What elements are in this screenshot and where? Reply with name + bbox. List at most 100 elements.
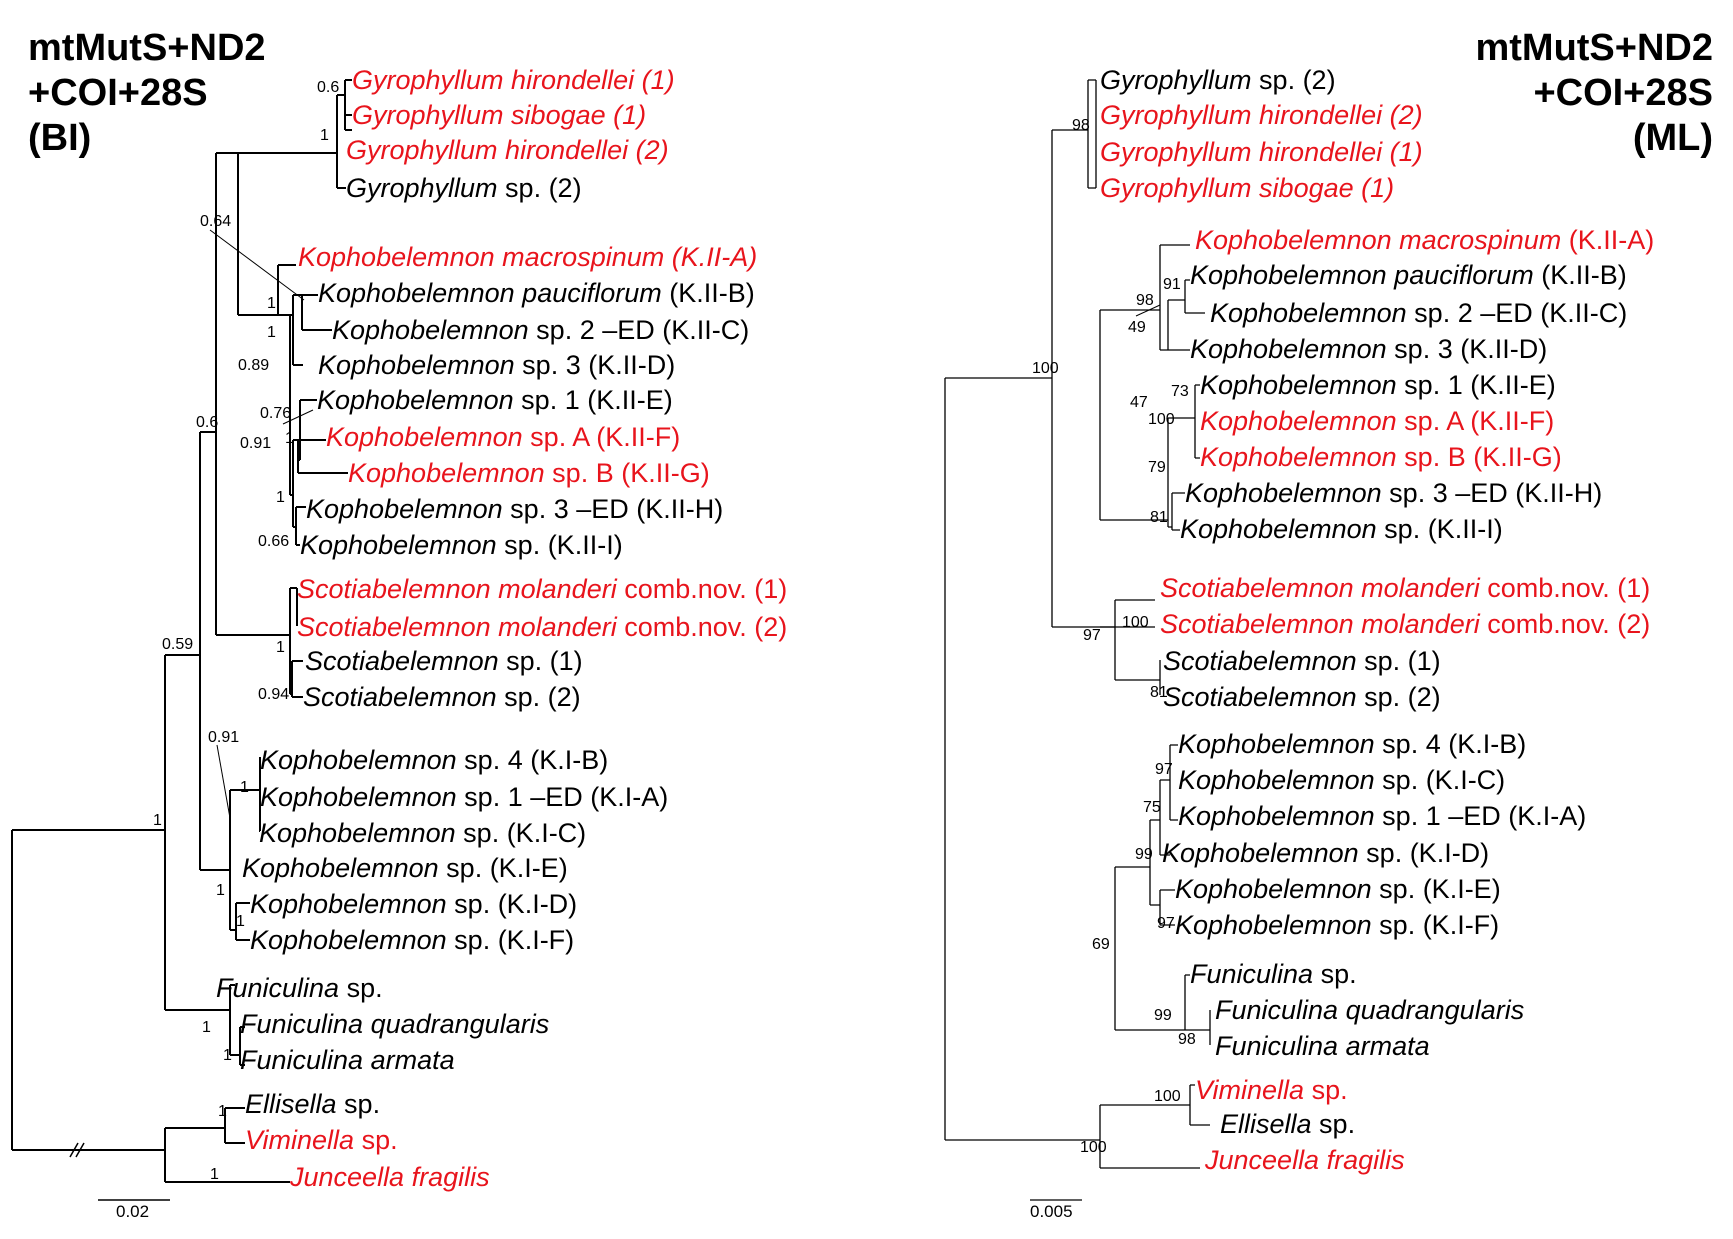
bi-taxon-label: Kophobelemnon sp. (K.I-F) xyxy=(250,925,574,955)
genus-name: Kophobelemnon xyxy=(1195,225,1392,255)
ml-taxon-label: Kophobelemnon sp. A (K.II-F) xyxy=(1200,406,1554,436)
bi-support-value: 0.76 xyxy=(260,405,291,422)
ml-taxon-label: Kophobelemnon sp. 3 (K.II-D) xyxy=(1190,334,1547,364)
genus-name: Kophobelemnon xyxy=(1200,370,1397,400)
ml-taxon-label: Gyrophyllum hirondellei (2) xyxy=(1100,100,1423,130)
ml-taxon-label: Kophobelemnon sp. (K.II-I) xyxy=(1180,514,1503,544)
ml-taxon-label: Kophobelemnon sp. B (K.II-G) xyxy=(1200,442,1562,472)
bi-scale-bar-label: 0.02 xyxy=(116,1202,149,1221)
bi-support-value: 0.6 xyxy=(196,414,218,431)
ml-taxon-label: Junceella fragilis xyxy=(1204,1145,1405,1175)
genus-name: Junceella xyxy=(1204,1145,1319,1175)
genus-name: Kophobelemnon xyxy=(250,925,447,955)
bi-support-value: 0.6 xyxy=(317,79,339,96)
ml-support-value: 100 xyxy=(1148,411,1175,428)
bi-support-value: 1 xyxy=(202,1019,211,1036)
right-title-line-2: +COI+28S xyxy=(1533,72,1713,114)
bi-taxon-label: Scotiabelemnon molanderi comb.nov. (2) xyxy=(297,612,787,642)
bi-support-value: 0.91 xyxy=(240,435,271,452)
genus-name: Kophobelemnon xyxy=(1200,442,1397,472)
ml-support-value: 100 xyxy=(1154,1088,1181,1105)
bi-support-value: 1 xyxy=(267,295,276,312)
bi-support-value: 1 xyxy=(276,489,285,506)
bi-support-value: 1 xyxy=(236,913,245,930)
ml-support-value: 97 xyxy=(1155,761,1173,778)
genus-name: Scotiabelemnon xyxy=(1160,609,1354,639)
bi-support-value: 1 xyxy=(276,639,285,656)
ml-taxon-label: Kophobelemnon sp. (K.I-F) xyxy=(1175,910,1499,940)
bi-support-value: 1 xyxy=(218,1103,227,1120)
ml-taxon-label: Kophobelemnon macrospinum (K.II-A) xyxy=(1195,225,1654,255)
genus-name: Kophobelemnon xyxy=(332,315,529,345)
ml-tree xyxy=(944,79,1211,1201)
bi-taxon-label: Funiculina quadrangularis xyxy=(240,1009,549,1039)
bi-taxon-labels: Gyrophyllum hirondellei (1)Gyrophyllum s… xyxy=(216,65,787,1192)
genus-name: Kophobelemnon xyxy=(317,385,514,415)
genus-name: Kophobelemnon xyxy=(348,458,545,488)
ml-taxon-label: Funiculina armata xyxy=(1215,1031,1430,1061)
bi-taxon-label: Kophobelemnon sp. 3 –ED (K.II-H) xyxy=(306,494,723,524)
genus-name: Gyrophyllum xyxy=(346,173,498,203)
ml-support-value: 97 xyxy=(1083,627,1101,644)
genus-name: Kophobelemnon xyxy=(1162,838,1359,868)
ml-taxon-label: Gyrophyllum sp. (2) xyxy=(1100,65,1336,95)
ml-support-value: 73 xyxy=(1171,383,1189,400)
ml-support-value: 100 xyxy=(1032,360,1059,377)
bi-taxon-label: Kophobelemnon sp. B (K.II-G) xyxy=(348,458,710,488)
ml-taxon-label: Funiculina quadrangularis xyxy=(1215,995,1524,1025)
ml-support-value: 81 xyxy=(1150,684,1168,701)
ml-support-value: 49 xyxy=(1128,319,1146,336)
genus-name: Kophobelemnon xyxy=(298,242,495,272)
ml-support-value: 98 xyxy=(1072,117,1090,134)
bi-taxon-label: Scotiabelemnon sp. (1) xyxy=(305,646,583,676)
genus-name: Kophobelemnon xyxy=(1210,298,1407,328)
ml-taxon-label: Kophobelemnon sp. 3 –ED (K.II-H) xyxy=(1185,478,1602,508)
bi-taxon-label: Kophobelemnon sp. 4 (K.I-B) xyxy=(260,745,608,775)
bi-support-value: 0.66 xyxy=(258,533,289,550)
bi-taxon-label: Gyrophyllum sibogae (1) xyxy=(352,100,646,130)
ml-taxon-label: Scotiabelemnon molanderi comb.nov. (1) xyxy=(1160,573,1650,603)
bi-support-value: 1 xyxy=(216,882,225,899)
genus-name: Kophobelemnon xyxy=(326,422,523,452)
ml-taxon-label: Kophobelemnon sp. 1 –ED (K.I-A) xyxy=(1178,801,1586,831)
genus-name: Kophobelemnon xyxy=(318,350,515,380)
genus-name: Junceella xyxy=(289,1162,404,1192)
ml-support-value: 99 xyxy=(1154,1007,1172,1024)
genus-name: Gyrophyllum xyxy=(352,65,504,95)
genus-name: Scotiabelemnon xyxy=(1163,646,1357,676)
bi-support-value: 1 xyxy=(210,1166,219,1183)
bi-taxon-label: Kophobelemnon pauciflorum (K.II-B) xyxy=(318,278,755,308)
ml-support-value: 97 xyxy=(1157,915,1175,932)
bi-taxon-label: Gyrophyllum hirondellei (2) xyxy=(346,135,669,165)
bi-support-value: 1 xyxy=(267,324,276,341)
bi-taxon-label: Kophobelemnon sp. 3 (K.II-D) xyxy=(318,350,675,380)
genus-name: Kophobelemnon xyxy=(1200,406,1397,436)
ml-taxon-label: Kophobelemnon sp. (K.I-C) xyxy=(1178,765,1505,795)
bi-taxon-label: Kophobelemnon sp. (K.I-D) xyxy=(250,889,577,919)
genus-name: Scotiabelemnon xyxy=(297,574,491,604)
bi-tree xyxy=(11,79,352,1201)
ml-taxon-label: Gyrophyllum hirondellei (1) xyxy=(1100,137,1423,167)
genus-name: Kophobelemnon xyxy=(1180,514,1377,544)
genus-name: Scotiabelemnon xyxy=(1160,573,1354,603)
genus-name: Kophobelemnon xyxy=(300,530,497,560)
ml-support-value: 100 xyxy=(1122,614,1149,631)
genus-name: Ellisella xyxy=(1220,1109,1312,1139)
genus-name: Kophobelemnon xyxy=(1190,334,1387,364)
left-title-line-2: +COI+28S xyxy=(28,72,208,114)
ml-support-value: 69 xyxy=(1092,936,1110,953)
ml-taxon-label: Kophobelemnon sp. 2 –ED (K.II-C) xyxy=(1210,298,1627,328)
genus-name: Scotiabelemnon xyxy=(305,646,499,676)
bi-support-value: 0.89 xyxy=(238,357,269,374)
genus-name: Funiculina xyxy=(1190,959,1313,989)
bi-taxon-label: Funiculina sp. xyxy=(216,973,383,1003)
ml-taxon-label: Kophobelemnon sp. 4 (K.I-B) xyxy=(1178,729,1526,759)
ml-taxon-label: Kophobelemnon sp. (K.I-E) xyxy=(1175,874,1501,904)
left-title-line-3: (BI) xyxy=(28,117,91,159)
genus-name: Kophobelemnon xyxy=(242,853,439,883)
ml-support-value: 75 xyxy=(1143,799,1161,816)
ml-taxon-label: Scotiabelemnon molanderi comb.nov. (2) xyxy=(1160,609,1650,639)
bi-support-value: 0.91 xyxy=(208,729,239,746)
